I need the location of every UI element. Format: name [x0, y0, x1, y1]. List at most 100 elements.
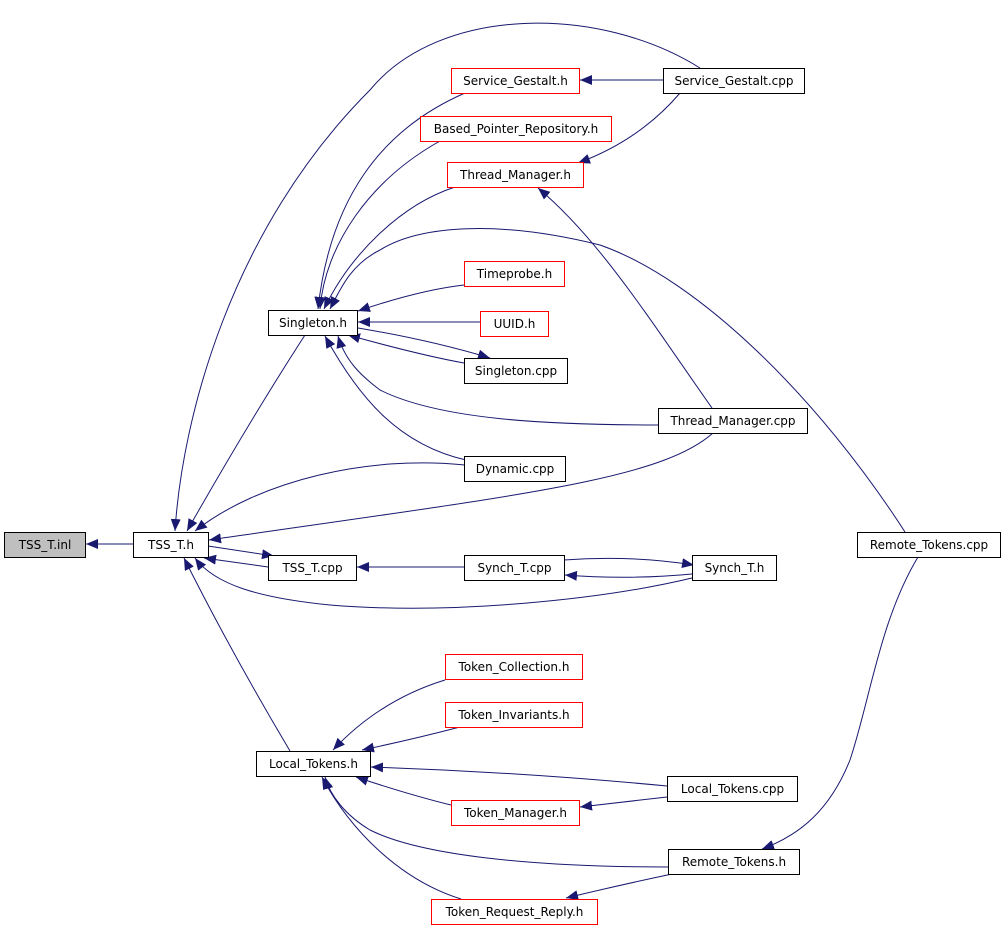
node-service-gestalt-cpp[interactable]: Service_Gestalt.cpp [663, 68, 805, 94]
node-label: TSS_T.cpp [281, 561, 342, 575]
edge-remote-tokens-h-to-token-request-reply-h [565, 873, 673, 901]
node-singleton-h[interactable]: Singleton.h [268, 310, 358, 336]
node-label: Thread_Manager.h [459, 168, 571, 182]
node-label: TSS_T.inl [18, 538, 72, 552]
node-label: UUID.h [494, 317, 536, 331]
edge-remote-tokens-h-to-local-tokens-h [323, 776, 669, 868]
node-label: TSS_T.h [147, 538, 194, 552]
node-label: Dynamic.cpp [476, 462, 555, 476]
edge-synch-t-h-to-synch-t-cpp [564, 570, 693, 581]
node-box [480, 311, 549, 337]
edge-tss-t-h-to-tss-t-cpp [207, 545, 275, 560]
node-singleton-cpp[interactable]: Singleton.cpp [464, 358, 568, 384]
node-box [692, 555, 777, 581]
edge-synch-t-h-to-tss-t-h [194, 557, 693, 609]
node-label: Singleton.cpp [475, 364, 557, 378]
node-thread-manager-cpp[interactable]: Thread_Manager.cpp [658, 408, 808, 434]
node-box [4, 532, 86, 558]
node-token-collection-h[interactable]: Token_Collection.h [445, 654, 583, 680]
edge-local-tokens-cpp-to-token-manager-h [579, 796, 668, 811]
edge-token-request-reply-h-to-local-tokens-h [321, 776, 462, 900]
node-token-request-reply-h[interactable]: Token_Request_Reply.h [431, 899, 598, 925]
edge-singleton-cpp-to-singleton-h [347, 333, 465, 364]
node-label: Token_Collection.h [458, 660, 570, 674]
node-based-pointer-repository-h[interactable]: Based_Pointer_Repository.h [420, 116, 612, 142]
edge-token-manager-h-to-local-tokens-h [355, 776, 452, 806]
edge-singleton-h-to-tss-t-h [186, 334, 306, 532]
node-box [451, 68, 580, 94]
edge-thread-manager-h-to-singleton-h [323, 186, 456, 310]
edge-service-gestalt-h-to-singleton-h [314, 92, 466, 310]
node-box [431, 899, 598, 925]
node-tss-t-inl: TSS_T.inl [4, 532, 86, 558]
node-box [464, 358, 568, 384]
node-box [464, 456, 566, 482]
edge-thread-manager-cpp-to-singleton-h [336, 335, 659, 426]
node-local-tokens-cpp[interactable]: Local_Tokens.cpp [667, 776, 798, 802]
node-tss-t-cpp[interactable]: TSS_T.cpp [268, 555, 357, 581]
node-timeprobe-h[interactable]: Timeprobe.h [464, 261, 565, 287]
node-box [658, 408, 808, 434]
edge-thread-manager-cpp-to-thread-manager-h [537, 187, 713, 409]
node-synch-t-h[interactable]: Synch_T.h [692, 555, 777, 581]
node-box [451, 800, 580, 826]
edge-timeprobe-h-to-singleton-h [357, 284, 465, 312]
edge-service-gestalt-cpp-to-thread-manager-h [577, 92, 681, 164]
node-label: Synch_T.cpp [477, 561, 551, 575]
node-remote-tokens-cpp[interactable]: Remote_Tokens.cpp [857, 532, 1001, 558]
node-local-tokens-h[interactable]: Local_Tokens.h [256, 751, 371, 777]
edge-token-collection-h-to-local-tokens-h [332, 679, 446, 751]
node-box [667, 776, 798, 802]
node-token-invariants-h[interactable]: Token_Invariants.h [445, 702, 583, 728]
node-dynamic-cpp[interactable]: Dynamic.cpp [464, 456, 566, 482]
node-box [857, 532, 1001, 558]
node-box [464, 555, 565, 581]
edge-singleton-h-to-singleton-cpp [357, 327, 491, 360]
edge-based-pointer-repository-h-to-singleton-h [315, 140, 441, 310]
edge-local-tokens-cpp-to-local-tokens-h [370, 762, 668, 787]
node-service-gestalt-h[interactable]: Service_Gestalt.h [451, 68, 580, 94]
node-box [445, 702, 583, 728]
edge-tss-t-cpp-to-tss-t-h [203, 554, 269, 568]
node-tss-t-h[interactable]: TSS_T.h [133, 532, 209, 558]
node-label: Timeprobe.h [476, 267, 552, 281]
node-label: Service_Gestalt.cpp [674, 74, 793, 88]
edge-remote-tokens-cpp-to-remote-tokens-h [761, 556, 919, 850]
edge-dynamic-cpp-to-singleton-h [324, 335, 467, 461]
edge-dynamic-cpp-to-tss-t-h [194, 462, 466, 532]
node-label: Local_Tokens.cpp [681, 782, 784, 796]
edge-service-gestalt-cpp-to-tss-t-h [170, 22, 701, 532]
node-synch-t-cpp[interactable]: Synch_T.cpp [464, 555, 565, 581]
node-box [268, 310, 358, 336]
node-thread-manager-h[interactable]: Thread_Manager.h [447, 162, 584, 188]
node-label: Remote_Tokens.cpp [870, 538, 988, 552]
node-label: Token_Request_Reply.h [445, 905, 584, 919]
node-box [133, 532, 209, 558]
node-label: Thread_Manager.cpp [669, 414, 795, 428]
node-label: Based_Pointer_Repository.h [434, 122, 598, 136]
node-token-manager-h[interactable]: Token_Manager.h [451, 800, 580, 826]
node-uuid-h[interactable]: UUID.h [480, 311, 549, 337]
node-label: Singleton.h [279, 316, 347, 330]
node-label: Token_Invariants.h [457, 708, 569, 722]
node-label: Token_Manager.h [463, 806, 567, 820]
node-box [447, 162, 584, 188]
node-box [464, 261, 565, 287]
node-label: Service_Gestalt.h [463, 74, 568, 88]
node-box [256, 751, 371, 777]
node-label: Remote_Tokens.h [682, 855, 786, 869]
node-box [268, 555, 357, 581]
edge-token-invariants-h-to-local-tokens-h [361, 726, 461, 753]
node-box [668, 849, 800, 875]
node-box [663, 68, 805, 94]
node-label: Local_Tokens.h [269, 757, 358, 771]
edge-remote-tokens-cpp-to-singleton-h [329, 228, 906, 533]
node-label: Synch_T.h [705, 561, 765, 575]
edge-synch-t-cpp-to-synch-t-h [563, 557, 695, 569]
node-remote-tokens-h[interactable]: Remote_Tokens.h [668, 849, 800, 875]
edge-local-tokens-h-to-tss-t-h [183, 557, 291, 752]
node-box [445, 654, 583, 680]
edge-thread-manager-cpp-to-tss-t-h [208, 432, 714, 544]
node-box [420, 116, 612, 142]
